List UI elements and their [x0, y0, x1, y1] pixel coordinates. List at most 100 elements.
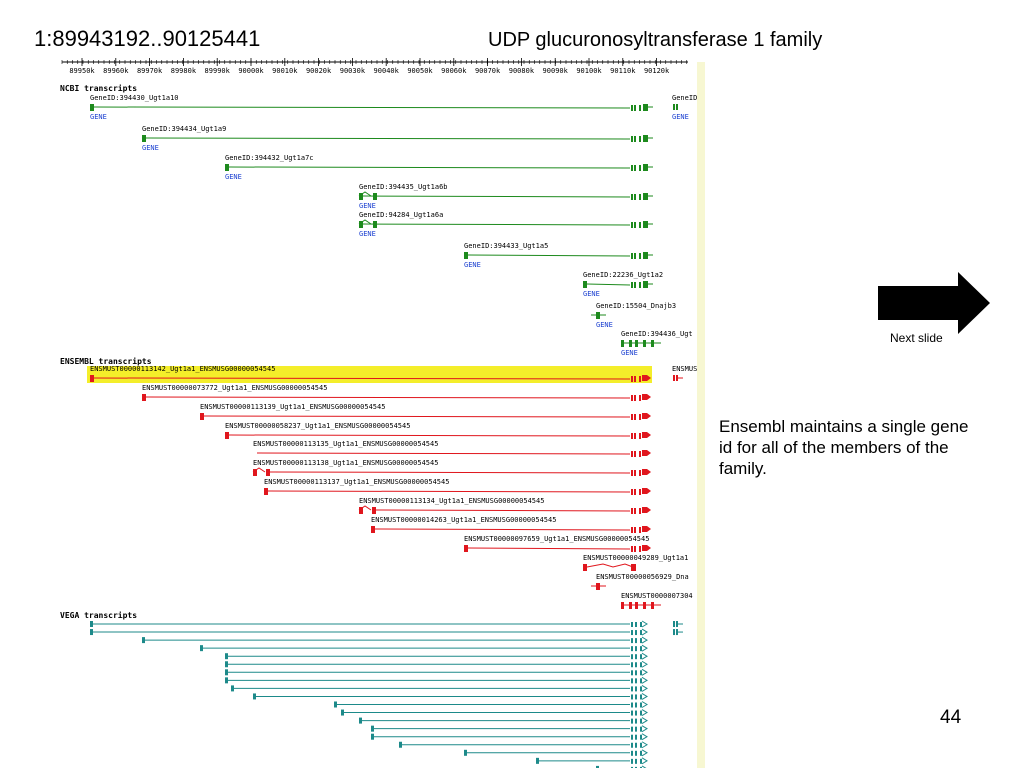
vega-exon — [641, 652, 648, 660]
ensembl-transcript[interactable]: ENSMUST00000014263_Ugt1a1_ENSMUSG0000005… — [371, 516, 651, 533]
vega-transcript[interactable] — [341, 709, 648, 716]
page-number: 44 — [940, 707, 962, 728]
vega-transcript[interactable] — [225, 660, 648, 668]
ensembl-transcript-label: ENSMUST00000056929_Dna — [596, 573, 689, 581]
ruler-tick-label: 90050k — [407, 67, 433, 75]
vega-exon — [231, 685, 234, 692]
vega-transcript[interactable] — [231, 684, 648, 692]
ensembl-transcript-label: ENSMUST00000113139_Ugt1a1_ENSMUSG0000005… — [200, 403, 385, 411]
ncbi-intron-line — [362, 223, 631, 226]
ncbi-exon — [583, 281, 587, 288]
ensembl-exon — [634, 470, 636, 476]
vega-transcript[interactable] — [142, 636, 648, 644]
vega-transcript[interactable] — [596, 765, 647, 768]
vega-transcript[interactable] — [464, 749, 648, 757]
ensembl-transcript[interactable]: ENSMUST00000056929_Dna — [591, 573, 689, 590]
vega-transcript[interactable] — [371, 733, 648, 741]
vega-transcript[interactable] — [334, 701, 648, 708]
vega-exon — [676, 629, 678, 636]
vega-exon — [631, 710, 633, 716]
vega-transcript[interactable] — [225, 668, 648, 676]
gene-link: GENE — [583, 290, 600, 298]
ensembl-transcript[interactable]: ENSMUST00000058237_Ugt1a1_ENSMUSG0000005… — [225, 422, 651, 439]
vega-exon — [225, 669, 228, 676]
vega-transcript[interactable] — [225, 652, 648, 660]
ensembl-section-header: ENSEMBL transcripts — [60, 356, 152, 366]
ruler-tick-label: 89970k — [137, 67, 163, 75]
ensembl-transcript[interactable]: ENSMUST00000113135_Ugt1a1_ENSMUSG0000005… — [253, 440, 651, 457]
ensembl-exon — [642, 375, 651, 381]
vega-transcript[interactable] — [253, 693, 648, 700]
ensembl-transcript-label-truncated: ENSMUS — [672, 365, 697, 373]
vega-transcript[interactable] — [200, 644, 648, 652]
gene-link: GENE — [596, 321, 613, 329]
gene-link: GENE — [142, 144, 159, 152]
ruler-tick-label: 90040k — [374, 67, 400, 75]
vega-transcript[interactable] — [90, 620, 683, 628]
ensembl-exon — [642, 507, 651, 513]
ensembl-exon — [583, 564, 587, 571]
ncbi-exon — [225, 164, 229, 171]
ruler-tick-label: 90110k — [610, 67, 636, 75]
ensembl-intron-line — [375, 509, 631, 512]
vega-transcript[interactable] — [371, 725, 648, 733]
vega-exon — [635, 686, 637, 692]
vega-exon — [631, 702, 633, 708]
ncbi-exon — [643, 104, 648, 111]
vega-transcript[interactable] — [399, 741, 648, 749]
ncbi-exon — [639, 222, 641, 228]
ensembl-exon — [634, 376, 636, 382]
vega-exon — [631, 694, 633, 700]
ensembl-transcript[interactable]: ENSMUST00000113139_Ugt1a1_ENSMUSG0000005… — [200, 403, 651, 420]
ensembl-transcript[interactable]: ENSMUST00000073772_Ugt1a1_ENSMUSG0000005… — [142, 384, 651, 401]
ensembl-transcript[interactable]: ENSMUST00000113142_Ugt1a1_ENSMUSG0000005… — [87, 365, 697, 383]
ensembl-exon — [634, 414, 636, 420]
vega-transcript[interactable] — [90, 628, 683, 636]
vega-exon — [200, 645, 203, 652]
ensembl-transcript-label: ENSMUST00000097659_Ugt1a1_ENSMUSG0000005… — [464, 535, 649, 543]
vega-exon — [640, 710, 642, 716]
vega-transcript[interactable] — [225, 676, 648, 684]
vega-section-header: VEGA transcripts — [60, 610, 137, 620]
vega-exon — [359, 717, 362, 724]
ensembl-intron-line — [145, 396, 631, 399]
vega-transcript[interactable] — [359, 717, 648, 725]
ensembl-intron-line — [374, 528, 631, 531]
ensembl-exon — [639, 489, 641, 495]
ensembl-exon — [464, 545, 468, 552]
vega-exon — [635, 654, 637, 660]
ruler-tick-label: 90100k — [576, 67, 602, 75]
ensembl-transcript[interactable]: ENSMUST00000113134_Ugt1a1_ENSMUSG0000005… — [358, 497, 651, 514]
ensembl-transcript-label: ENSMUST00000049289_Ugt1a1 — [583, 554, 688, 562]
gene-link: GENE — [672, 113, 689, 121]
ensembl-exon — [639, 470, 641, 476]
next-slide-arrow-icon[interactable] — [878, 272, 990, 334]
ensembl-transcript[interactable]: ENSMUST0000007304 — [621, 592, 693, 609]
vega-transcript[interactable] — [536, 757, 648, 765]
vega-exon — [673, 621, 675, 627]
ensembl-exon — [142, 394, 146, 401]
ensembl-exon — [642, 469, 651, 475]
vega-exon — [641, 620, 648, 628]
ensembl-exon — [631, 470, 633, 476]
vega-exon — [641, 717, 648, 725]
vega-exon — [640, 686, 642, 692]
ncbi-exon — [359, 221, 363, 228]
ensembl-transcript[interactable]: ENSMUST00000097659_Ugt1a1_ENSMUSG0000005… — [464, 535, 651, 552]
ensembl-transcript[interactable]: ENSMUST00000113137_Ugt1a1_ENSMUSG0000005… — [264, 478, 651, 495]
ncbi-intron-line — [362, 195, 631, 198]
ensembl-transcript[interactable]: ENSMUST00000049289_Ugt1a1 — [583, 554, 688, 571]
ensembl-transcript[interactable]: ENSMUST00000113138_Ugt1a1_ENSMUSG0000005… — [252, 459, 651, 476]
ncbi-exon — [631, 136, 633, 142]
next-slide-label[interactable]: Next slide — [890, 331, 943, 345]
